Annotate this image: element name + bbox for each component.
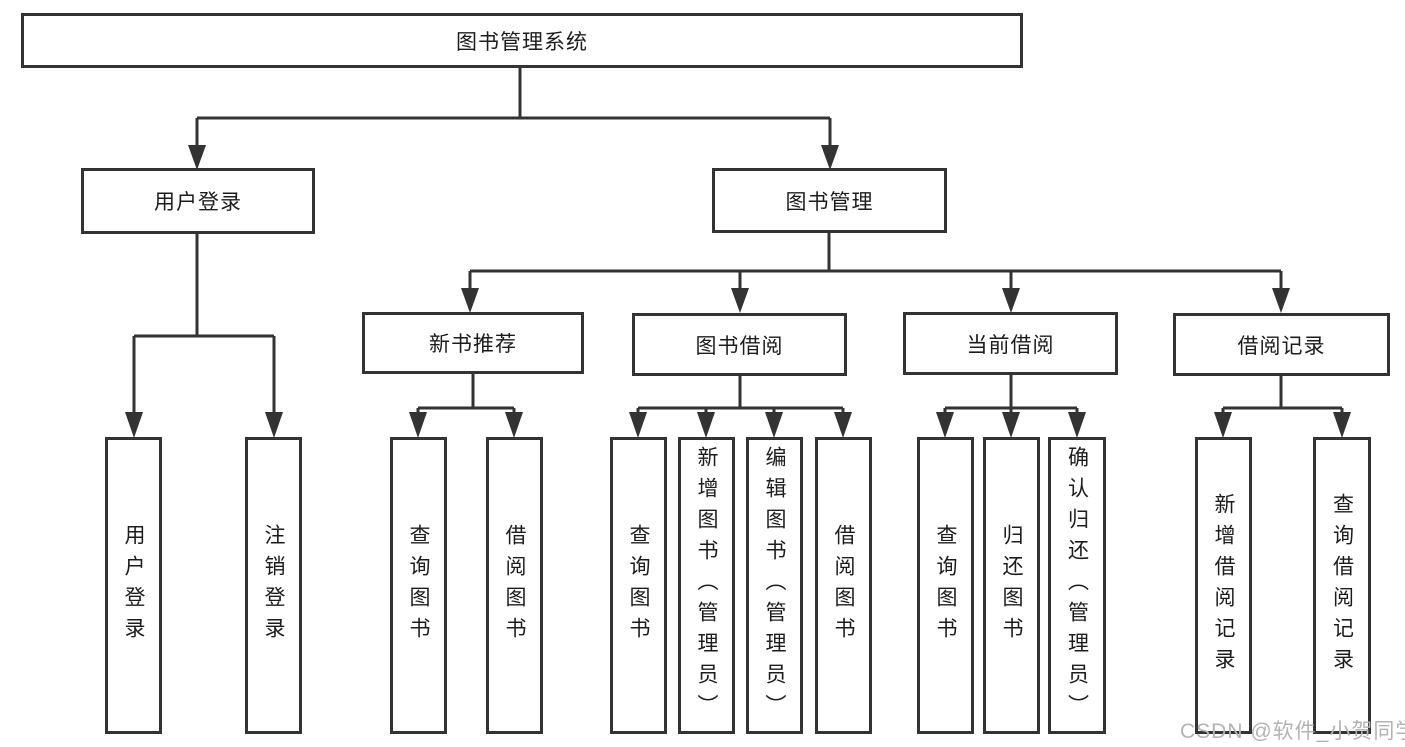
node-leaf-query-book-1-label: 查询图书 (407, 523, 430, 648)
node-new-book-recommend: 新书推荐 (362, 312, 584, 374)
csdn-watermark: CSDN @软件_小贺同学 (1180, 720, 1405, 743)
node-leaf-return-book-label: 归还图书 (1000, 523, 1023, 648)
node-leaf-return-book: 归还图书 (983, 437, 1040, 734)
node-leaf-edit-book-admin: 编辑图书（管理员） (746, 437, 803, 734)
node-leaf-add-book-admin-label: 新增图书（管理员） (695, 446, 718, 725)
node-leaf-edit-book-admin-label: 编辑图书（管理员） (763, 446, 786, 725)
node-leaf-borrow-book-2: 借阅图书 (815, 437, 872, 734)
node-leaf-query-borrow-record: 查询借阅记录 (1313, 437, 1371, 734)
node-leaf-user-login-label: 用户登录 (122, 523, 145, 648)
node-current-borrow-label: 当前借阅 (966, 333, 1055, 357)
node-user-login: 用户登录 (81, 168, 315, 234)
node-leaf-logout: 注销登录 (245, 437, 302, 734)
node-leaf-add-book-admin: 新增图书（管理员） (678, 437, 735, 734)
node-user-login-label: 用户登录 (154, 191, 242, 214)
node-leaf-query-borrow-record-label: 查询借阅记录 (1330, 492, 1354, 679)
node-leaf-query-book-1: 查询图书 (390, 437, 447, 734)
node-new-book-recommend-label: 新书推荐 (429, 333, 517, 356)
node-leaf-borrow-book-2-label: 借阅图书 (832, 523, 855, 648)
node-book-borrow: 图书借阅 (632, 313, 847, 376)
node-book-management-label: 图书管理 (785, 190, 874, 214)
node-book-borrow-label: 图书借阅 (695, 334, 784, 358)
node-leaf-user-login: 用户登录 (105, 437, 162, 734)
node-book-management: 图书管理 (712, 168, 947, 233)
node-leaf-add-borrow-record-label: 新增借阅记录 (1212, 492, 1235, 679)
node-leaf-logout-label: 注销登录 (262, 523, 285, 648)
node-borrow-records: 借阅记录 (1173, 313, 1390, 376)
node-borrow-records-label: 借阅记录 (1237, 334, 1326, 358)
node-current-borrow: 当前借阅 (903, 312, 1118, 375)
node-leaf-borrow-book-1-label: 借阅图书 (503, 523, 526, 648)
node-leaf-add-borrow-record: 新增借阅记录 (1195, 437, 1252, 734)
node-leaf-query-book-2: 查询图书 (610, 437, 667, 734)
node-root: 图书管理系统 (21, 13, 1023, 68)
node-leaf-confirm-return-admin: 确认归还（管理员） (1048, 437, 1106, 734)
node-leaf-query-book-3: 查询图书 (917, 437, 974, 734)
node-leaf-query-book-2-label: 查询图书 (627, 523, 650, 648)
arrowheads (125, 145, 1351, 438)
node-leaf-confirm-return-admin-label: 确认归还（管理员） (1065, 446, 1089, 725)
node-leaf-query-book-3-label: 查询图书 (934, 523, 957, 648)
node-root-label: 图书管理系统 (456, 30, 588, 54)
node-leaf-borrow-book-1: 借阅图书 (486, 437, 543, 734)
